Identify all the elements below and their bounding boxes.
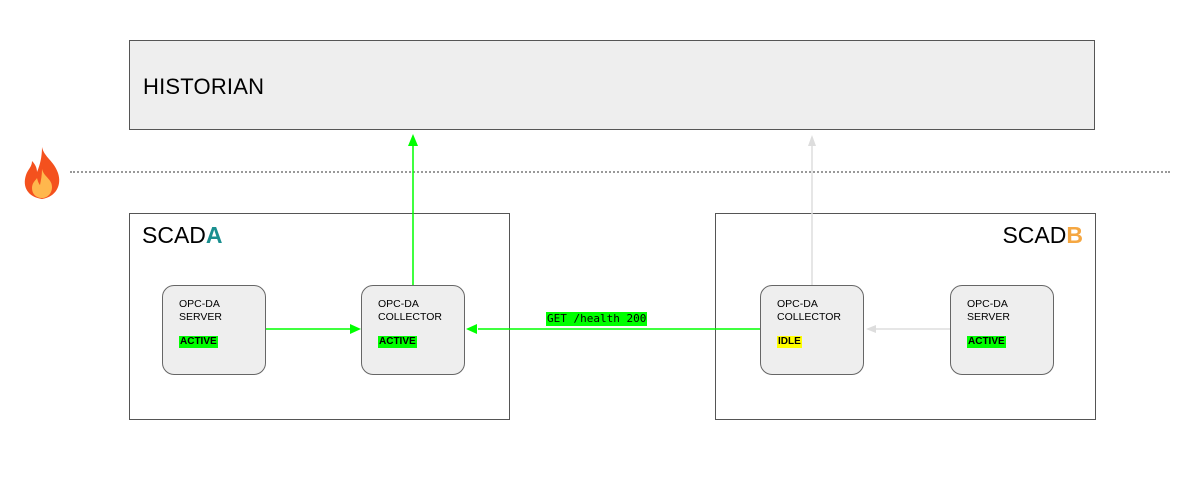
status-badge: ACTIVE: [378, 336, 417, 348]
site-b-collector-node: OPC-DA COLLECTOR IDLE: [760, 285, 864, 375]
node-role-label: SERVER: [967, 311, 1010, 323]
site-a-collector-node: OPC-DA COLLECTOR ACTIVE: [361, 285, 465, 375]
site-b-server-node: OPC-DA SERVER ACTIVE: [950, 285, 1054, 375]
arrowhead: [866, 325, 876, 333]
site-a-title-suffix: A: [205, 222, 223, 248]
node-type-label: OPC-DA: [179, 298, 220, 310]
node-role-label: SERVER: [179, 311, 222, 323]
node-role-label: COLLECTOR: [777, 311, 841, 323]
node-type-label: OPC-DA: [967, 298, 1008, 310]
node-role-label: COLLECTOR: [378, 311, 442, 323]
health-check-label: GET /health 200: [546, 312, 648, 326]
status-badge: IDLE: [777, 336, 802, 348]
historian-box: HISTORIAN: [129, 40, 1095, 130]
node-type-label: OPC-DA: [378, 298, 419, 310]
node-type-label: OPC-DA: [777, 298, 818, 310]
firewall-boundary: [70, 171, 1170, 173]
site-b-title-suffix: B: [1066, 222, 1083, 248]
status-badge: ACTIVE: [967, 336, 1006, 348]
arrowhead: [466, 324, 477, 334]
site-a-server-node: OPC-DA SERVER ACTIVE: [162, 285, 266, 375]
status-badge: ACTIVE: [179, 336, 218, 348]
historian-label: HISTORIAN: [143, 74, 265, 99]
arrowhead: [350, 324, 361, 334]
arrowhead: [808, 135, 816, 146]
site-b-title: SCADB: [1002, 222, 1083, 249]
site-a-title: SCADA: [142, 222, 223, 249]
site-a-title-prefix: SCAD: [142, 222, 206, 248]
arrowhead: [408, 134, 418, 146]
site-b-title-prefix: SCAD: [1002, 222, 1067, 248]
flame-icon: [24, 147, 60, 199]
